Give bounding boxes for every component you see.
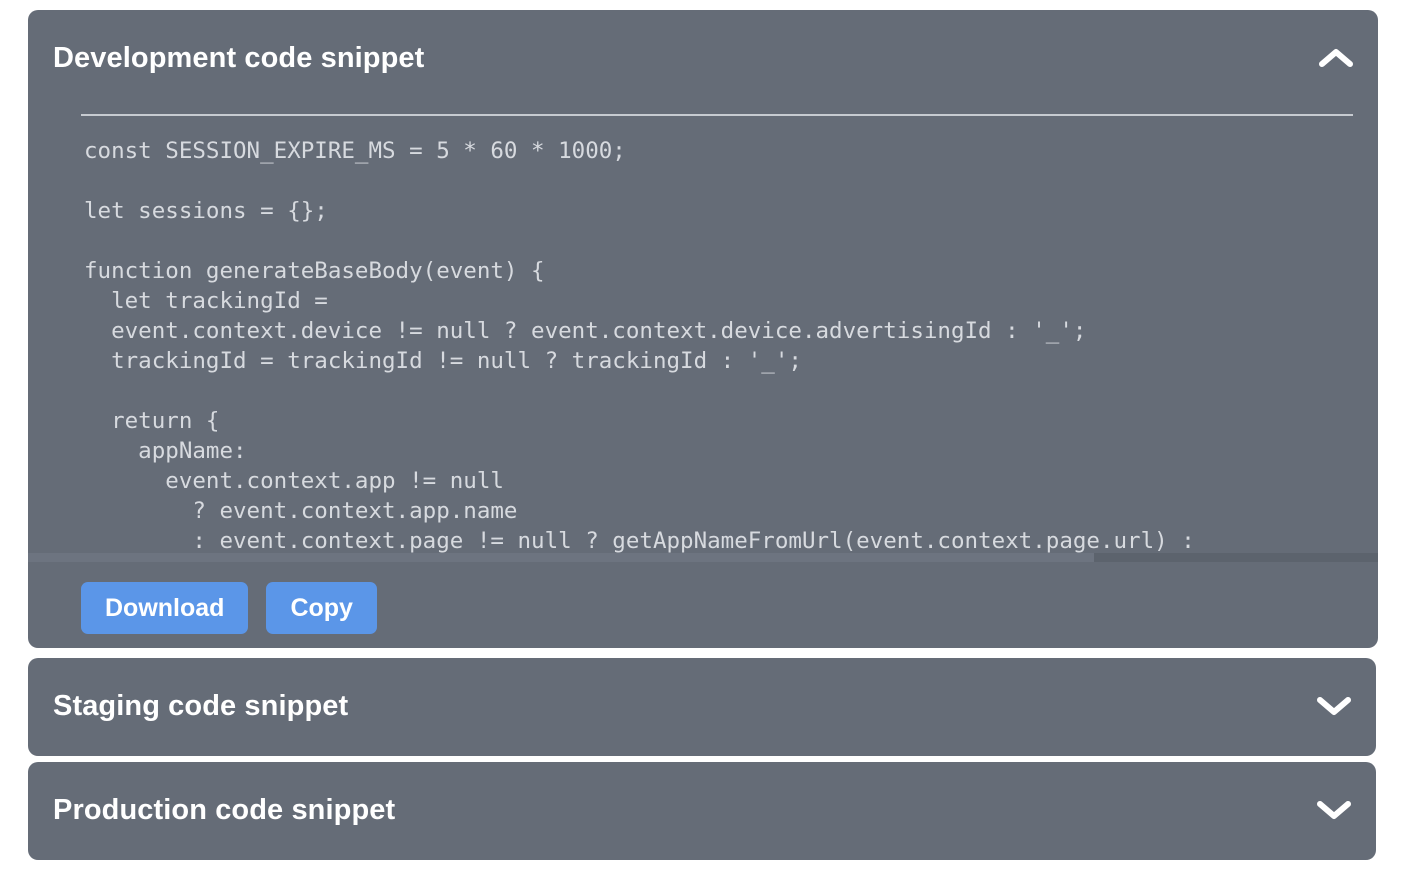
code-scroll-region[interactable]: const SESSION_EXPIRE_MS = 5 * 60 * 1000;… xyxy=(28,128,1378,562)
panel-title-staging: Staging code snippet xyxy=(53,689,349,722)
panel-development-code-snippet: Development code snippet const SESSION_E… xyxy=(28,10,1378,648)
panel-title-development: Development code snippet xyxy=(53,41,425,74)
panel-header-staging[interactable]: Staging code snippet xyxy=(28,658,1376,754)
copy-button[interactable]: Copy xyxy=(266,582,377,634)
horizontal-scrollbar-track[interactable] xyxy=(28,553,1378,562)
chevron-down-icon[interactable] xyxy=(1314,686,1354,726)
chevron-up-icon[interactable] xyxy=(1316,38,1356,78)
panel-header-production[interactable]: Production code snippet xyxy=(28,762,1376,858)
panel-title-production: Production code snippet xyxy=(53,793,396,826)
header-divider xyxy=(81,114,1353,116)
code-block-development: const SESSION_EXPIRE_MS = 5 * 60 * 1000;… xyxy=(84,138,1195,553)
panel-header-development[interactable]: Development code snippet xyxy=(28,10,1378,106)
panel-production-code-snippet: Production code snippet xyxy=(28,762,1376,860)
horizontal-scrollbar-thumb[interactable] xyxy=(28,553,1094,562)
code-actions: Download Copy xyxy=(81,582,377,634)
chevron-down-icon[interactable] xyxy=(1314,790,1354,830)
code-clip: const SESSION_EXPIRE_MS = 5 * 60 * 1000;… xyxy=(28,128,1378,553)
panel-staging-code-snippet: Staging code snippet xyxy=(28,658,1376,756)
download-button[interactable]: Download xyxy=(81,582,249,634)
